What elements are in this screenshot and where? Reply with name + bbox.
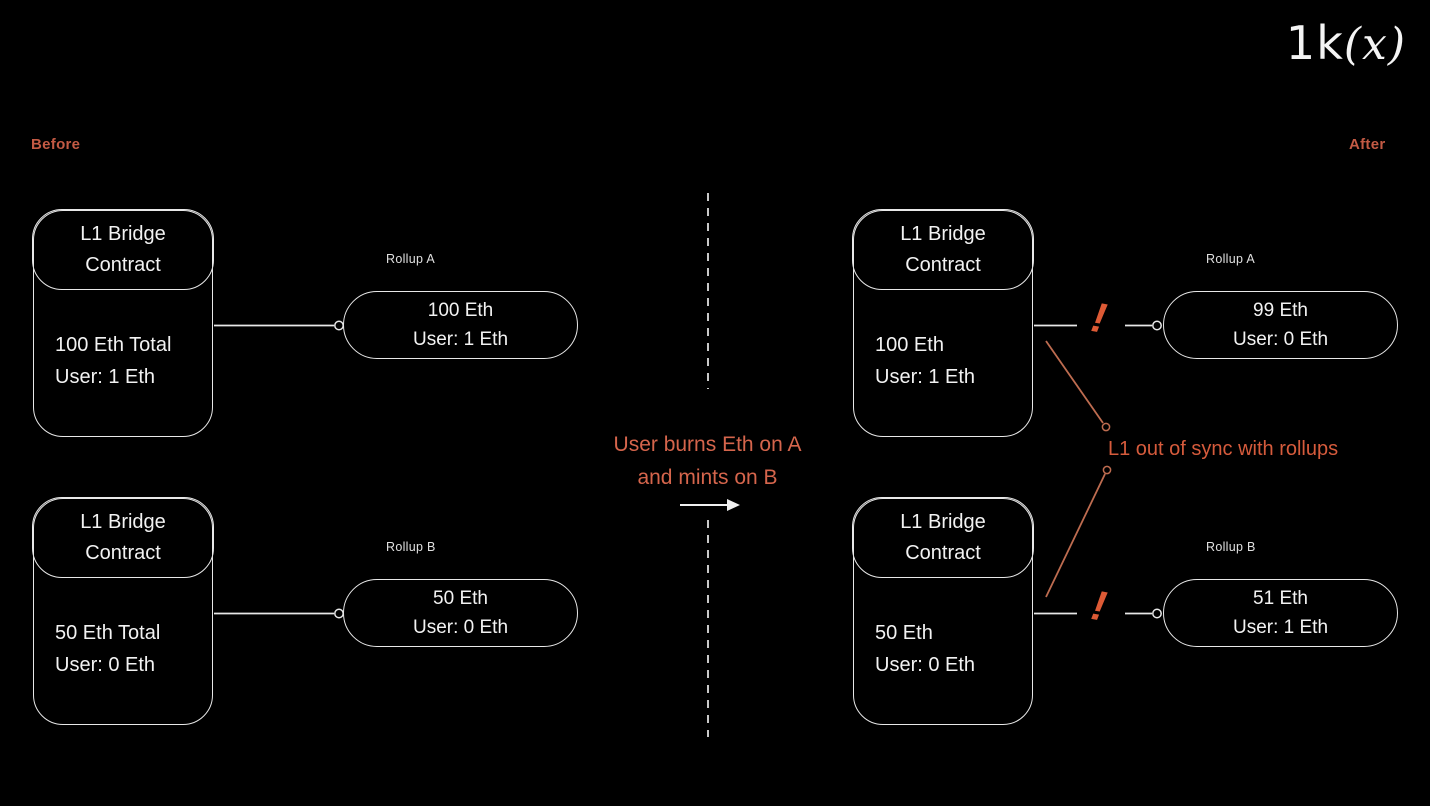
after-connector-a-node <box>1152 320 1162 331</box>
1kx-logo: 1k(x) <box>1286 16 1406 70</box>
bridge-title-line1: L1 Bridge <box>80 222 166 245</box>
alert-exclamation-b-icon: ! <box>1088 581 1111 630</box>
rollup-user-value: User: 1 Eth <box>412 329 509 350</box>
out-of-sync-annotation: L1 out of sync with rollups <box>1108 438 1339 460</box>
before-bridge-a-body: 100 Eth Total User: 1 Eth <box>55 329 171 393</box>
before-bridge-contract-b: L1 Bridge Contract 50 Eth Total User: 0 … <box>32 497 214 725</box>
rollup-amount-value: 50 Eth <box>433 588 488 609</box>
transition-caption: User burns Eth on A and mints on B <box>575 428 840 494</box>
bridge-title-line1: L1 Bridge <box>80 510 166 533</box>
after-bridge-b-body: 50 Eth User: 0 Eth <box>875 617 975 681</box>
rollup-amount-value: 100 Eth <box>427 300 494 321</box>
logo-prefix: 1k <box>1285 16 1344 70</box>
transition-arrow-head <box>727 499 740 511</box>
rollup-user-value: User: 0 Eth <box>1232 329 1329 350</box>
transition-caption-line2: and mints on B <box>637 466 778 489</box>
annotation-leader-line-top <box>1045 340 1104 424</box>
after-bridge-contract-b: L1 Bridge Contract 50 Eth User: 0 Eth <box>852 497 1034 725</box>
bridge-total-value: 50 Eth Total <box>55 622 161 644</box>
rollup-user-value: User: 0 Eth <box>412 617 509 638</box>
bridge-user-value: User: 1 Eth <box>875 366 976 388</box>
logo-x: x <box>1362 19 1388 70</box>
before-rollup-a-pill: 100 Eth User: 1 Eth <box>343 291 578 359</box>
rollup-amount-value: 51 Eth <box>1253 588 1308 609</box>
annotation-leader-line-bottom <box>1045 473 1106 598</box>
before-bridge-b-header: L1 Bridge Contract <box>32 497 214 579</box>
before-bridge-contract-a: L1 Bridge Contract 100 Eth Total User: 1… <box>32 209 214 437</box>
bridge-title-line1: L1 Bridge <box>900 222 986 245</box>
after-connector-b-node <box>1152 608 1162 619</box>
logo-paren-close: ) <box>1387 19 1406 70</box>
after-rollup-b-pill: 51 Eth User: 1 Eth <box>1163 579 1398 647</box>
bridge-user-value: User: 0 Eth <box>875 654 976 676</box>
before-rollup-a-label: Rollup A <box>386 252 435 266</box>
bridge-title-line2: Contract <box>905 253 981 276</box>
before-bridge-a-header: L1 Bridge Contract <box>32 209 214 291</box>
bridge-total-value: 100 Eth <box>875 334 944 356</box>
after-bridge-a-body: 100 Eth User: 1 Eth <box>875 329 975 393</box>
bridge-total-value: 100 Eth Total <box>55 334 172 356</box>
bridge-title-line1: L1 Bridge <box>900 510 986 533</box>
before-rollup-b-pill: 50 Eth User: 0 Eth <box>343 579 578 647</box>
after-rollup-a-pill: 99 Eth User: 0 Eth <box>1163 291 1398 359</box>
after-label: After <box>1349 136 1386 153</box>
before-connector-a-node <box>334 320 344 331</box>
rollup-user-value: User: 1 Eth <box>1232 617 1329 638</box>
after-bridge-a-header: L1 Bridge Contract <box>852 209 1034 291</box>
bridge-total-value: 50 Eth <box>875 622 933 644</box>
bridge-user-value: User: 1 Eth <box>55 366 156 388</box>
bridge-title-line2: Contract <box>85 253 161 276</box>
before-connector-b-node <box>334 608 344 619</box>
after-bridge-contract-a: L1 Bridge Contract 100 Eth User: 1 Eth <box>852 209 1034 437</box>
before-rollup-b-label: Rollup B <box>386 540 436 554</box>
bridge-title-line2: Contract <box>905 541 981 564</box>
annotation-leader-node-bottom <box>1102 465 1112 475</box>
bridge-user-value: User: 0 Eth <box>55 654 156 676</box>
bridge-title-line2: Contract <box>85 541 161 564</box>
rollup-amount-value: 99 Eth <box>1253 300 1308 321</box>
alert-exclamation-a-icon: ! <box>1088 293 1111 342</box>
transition-caption-line1: User burns Eth on A <box>613 433 802 456</box>
after-rollup-a-label: Rollup A <box>1206 252 1255 266</box>
logo-paren-open: ( <box>1343 19 1362 70</box>
before-bridge-b-body: 50 Eth Total User: 0 Eth <box>55 617 160 681</box>
before-label: Before <box>31 136 81 153</box>
annotation-leader-node-top <box>1101 422 1111 432</box>
after-bridge-b-header: L1 Bridge Contract <box>852 497 1034 579</box>
after-rollup-b-label: Rollup B <box>1206 540 1256 554</box>
